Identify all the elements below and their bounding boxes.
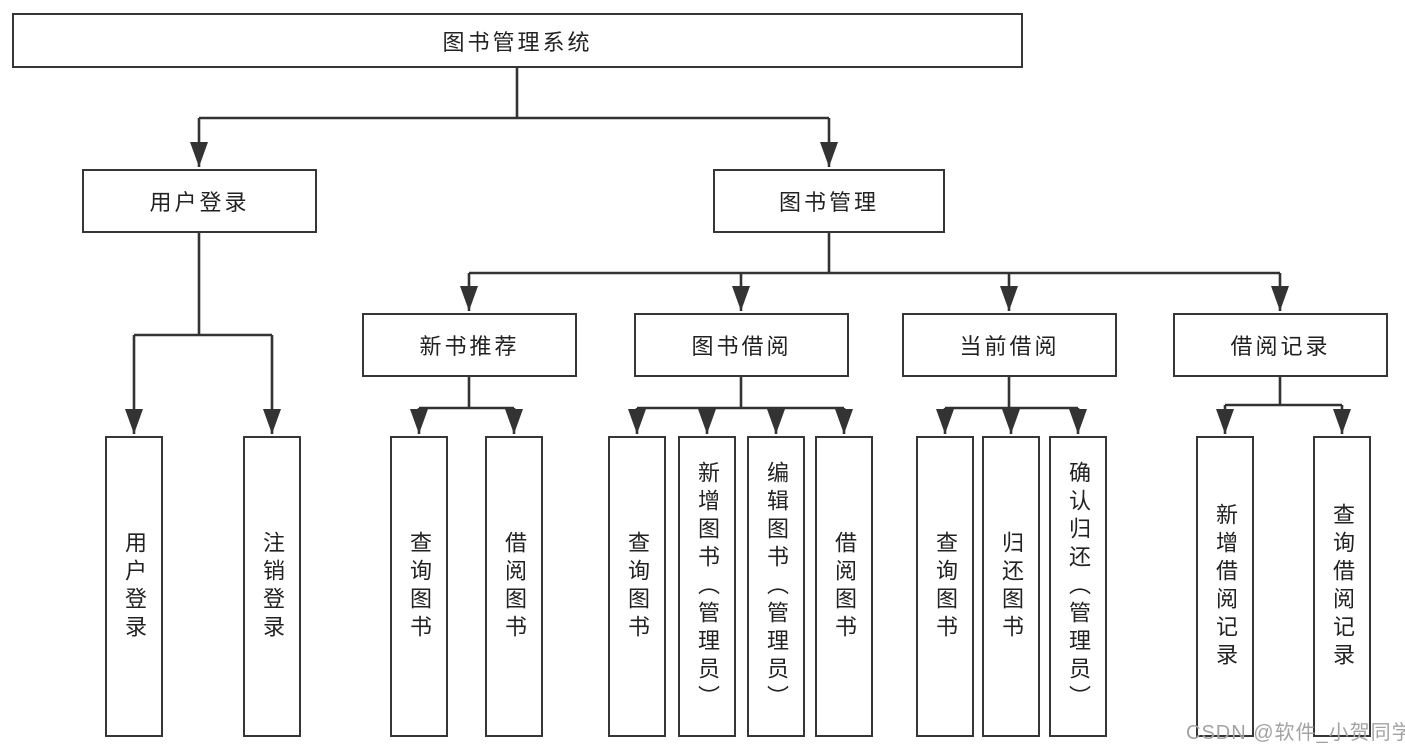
node-label: 注销登录 [260, 530, 285, 643]
node-label: 新书推荐 [419, 334, 520, 359]
node-leaf-query-borrow-record: 查询借阅记录 [1313, 436, 1371, 737]
csdn-watermark: CSDN @软件_小贺同学 [1186, 722, 1405, 744]
node-branch-book-borrowing: 图书借阅 [634, 313, 849, 377]
node-leaf-add-book-admin: 新增图书（管理员） [678, 436, 736, 737]
node-label: 借阅记录 [1230, 334, 1331, 359]
node-branch-borrowing-records: 借阅记录 [1173, 313, 1388, 377]
node-label: 用户登录 [149, 190, 250, 215]
node-leaf-borrow-books-borrowing: 借阅图书 [815, 436, 873, 737]
node-label: 归还图书 [999, 530, 1024, 643]
node-label: 图书借阅 [691, 334, 792, 359]
node-leaf-query-books-current: 查询图书 [916, 436, 974, 737]
node-branch-user-login: 用户登录 [82, 169, 317, 233]
node-leaf-return-book: 归还图书 [982, 436, 1040, 737]
node-branch-new-book-recommendation: 新书推荐 [362, 313, 577, 377]
node-label: 借阅图书 [502, 530, 527, 643]
node-leaf-logout: 注销登录 [243, 436, 301, 737]
node-label: 新增借阅记录 [1213, 502, 1238, 671]
node-label: 查询图书 [625, 530, 650, 643]
node-leaf-query-books-recommend: 查询图书 [390, 436, 448, 737]
node-leaf-edit-book-admin: 编辑图书（管理员） [747, 436, 805, 737]
node-leaf-confirm-return-admin: 确认归还（管理员） [1049, 436, 1107, 737]
node-branch-book-management: 图书管理 [713, 169, 945, 233]
node-label: 新增图书（管理员） [695, 460, 720, 713]
node-leaf-user-login: 用户登录 [105, 436, 163, 737]
node-label: 确认归还（管理员） [1066, 460, 1091, 713]
node-label: 编辑图书（管理员） [764, 460, 789, 713]
node-label: 查询图书 [407, 530, 432, 643]
node-branch-current-borrowing: 当前借阅 [902, 313, 1117, 377]
node-leaf-borrow-books-recommend: 借阅图书 [485, 436, 543, 737]
node-label: 图书管理系统 [442, 29, 593, 55]
node-label: 查询图书 [933, 530, 958, 643]
node-leaf-query-books-borrowing: 查询图书 [608, 436, 666, 737]
node-label: 用户登录 [122, 530, 147, 643]
node-leaf-add-borrow-record: 新增借阅记录 [1196, 436, 1254, 737]
node-label: 查询借阅记录 [1330, 502, 1355, 671]
node-library-management-system: 图书管理系统 [12, 13, 1023, 68]
node-label: 图书管理 [778, 190, 879, 215]
node-label: 借阅图书 [832, 530, 857, 643]
node-label: 当前借阅 [959, 334, 1060, 359]
